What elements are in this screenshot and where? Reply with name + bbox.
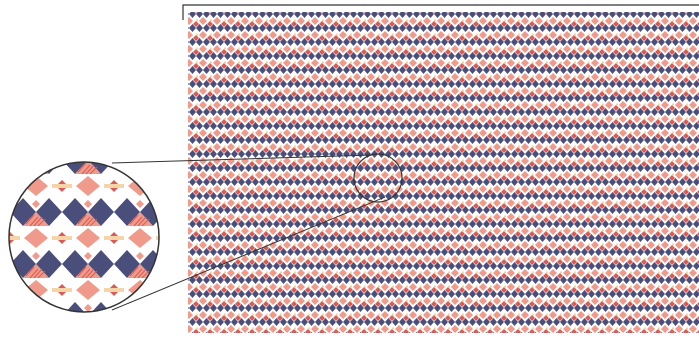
zoom-line-top: [111, 154, 373, 164]
magnifier-outline: [8, 161, 160, 313]
zoom-line-bottom: [111, 196, 386, 311]
pattern-swatch: [188, 12, 699, 333]
focus-circle: [353, 153, 403, 203]
magnifier-lens: [9, 162, 159, 312]
frame-bracket: [182, 4, 699, 20]
